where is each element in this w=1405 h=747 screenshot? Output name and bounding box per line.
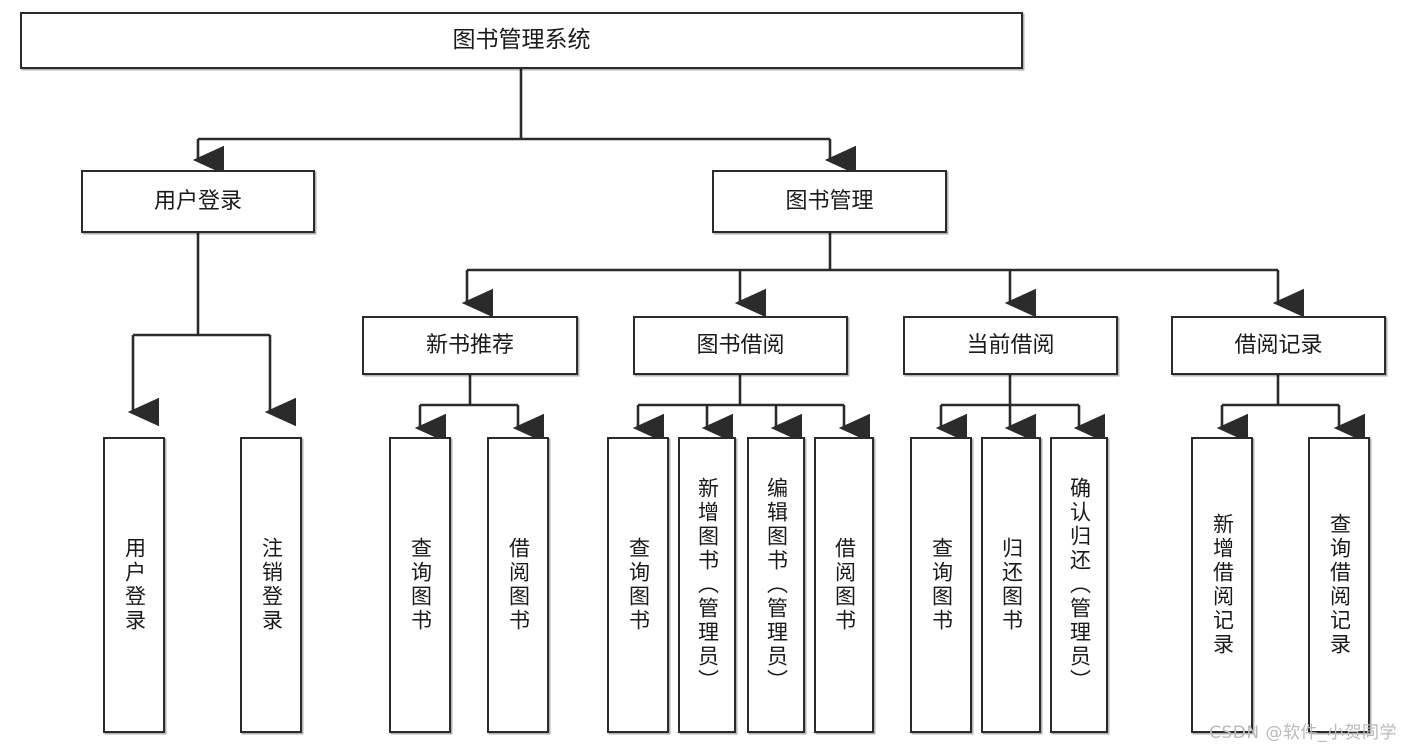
node-current-borrow[interactable]: 当前借阅 [903, 316, 1118, 375]
node-new-book-recommend[interactable]: 新书推荐 [362, 316, 578, 375]
node-label: 图书管理 [785, 188, 874, 214]
node-label: 借阅记录 [1234, 332, 1323, 358]
node-label: 新增借阅记录 [1210, 513, 1235, 657]
leaf-record-add-borrow-record[interactable]: 新增借阅记录 [1191, 437, 1253, 733]
node-label: 新书推荐 [425, 332, 514, 358]
leaf-current-confirm-return-admin[interactable]: 确认归还（管理员） [1050, 437, 1108, 733]
node-label: 图书借阅 [696, 332, 785, 358]
leaf-borrow-query-book[interactable]: 查询图书 [607, 437, 669, 733]
node-label: 确认归还（管理员） [1067, 477, 1092, 693]
node-label: 注销登录 [259, 537, 284, 633]
node-label: 用户登录 [122, 537, 147, 633]
node-label: 新增图书（管理员） [695, 477, 720, 693]
node-label: 用户登录 [153, 188, 242, 214]
leaf-new-book-query[interactable]: 查询图书 [389, 437, 451, 733]
node-label: 查询借阅记录 [1327, 513, 1352, 657]
leaf-borrow-edit-book-admin[interactable]: 编辑图书（管理员） [747, 437, 805, 733]
node-book-management[interactable]: 图书管理 [712, 170, 947, 233]
node-label: 查询图书 [626, 537, 651, 633]
node-label: 查询图书 [929, 537, 954, 633]
node-label: 当前借阅 [966, 332, 1055, 358]
leaf-current-return-book[interactable]: 归还图书 [981, 437, 1041, 733]
leaf-record-query-borrow-record[interactable]: 查询借阅记录 [1308, 437, 1370, 733]
node-label: 借阅图书 [832, 537, 857, 633]
leaf-borrow-borrow-book[interactable]: 借阅图书 [814, 437, 874, 733]
node-borrow-record[interactable]: 借阅记录 [1171, 316, 1386, 375]
leaf-current-query-book[interactable]: 查询图书 [910, 437, 972, 733]
node-label: 归还图书 [999, 537, 1024, 633]
node-label: 编辑图书（管理员） [764, 477, 789, 693]
leaf-user-login-login[interactable]: 用户登录 [103, 437, 165, 733]
leaf-user-login-logout[interactable]: 注销登录 [240, 437, 302, 733]
csdn-watermark: CSDN @软件_小贺同学 [1209, 723, 1397, 743]
leaf-borrow-add-book-admin[interactable]: 新增图书（管理员） [678, 437, 736, 733]
leaf-new-book-borrow[interactable]: 借阅图书 [487, 437, 549, 733]
node-book-borrow[interactable]: 图书借阅 [633, 316, 848, 375]
node-label: 借阅图书 [506, 537, 531, 633]
node-user-login[interactable]: 用户登录 [81, 170, 315, 233]
node-root-book-management-system[interactable]: 图书管理系统 [20, 12, 1023, 69]
node-label: 查询图书 [408, 537, 433, 633]
node-label: 图书管理系统 [452, 27, 591, 54]
